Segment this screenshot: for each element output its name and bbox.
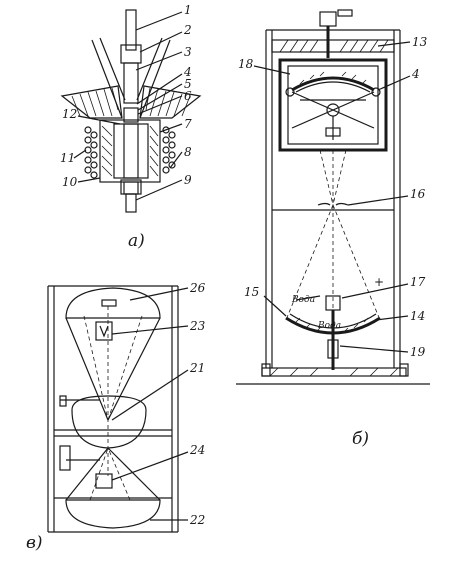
label-5: 5	[184, 77, 192, 91]
panel-b-drawing	[236, 9, 430, 385]
label-16: 16	[410, 187, 426, 201]
label-23: 23	[189, 319, 206, 333]
shaft-mid	[123, 62, 139, 104]
shaft-top	[125, 9, 137, 51]
annotation-water-left: Вода	[291, 295, 315, 305]
panel-c-drawing	[47, 285, 189, 533]
central-chamber	[71, 395, 147, 449]
panel-b-labels: 13 18 4 16 15 17 14 19 Вода + Вода б)	[238, 35, 428, 449]
label-4b: 4	[411, 67, 420, 81]
shaft-bottom	[125, 193, 137, 213]
label-15: 15	[244, 285, 259, 299]
focal-aperture-left	[317, 202, 331, 206]
coil-turns-right	[162, 126, 176, 174]
label-24: 24	[189, 443, 205, 457]
motor	[319, 11, 337, 27]
shaft-collar	[120, 44, 142, 64]
label-12: 12	[62, 107, 77, 121]
label-18: 18	[238, 57, 254, 71]
melt-zone	[123, 107, 139, 123]
annotation-water-lower: Вода	[317, 321, 341, 331]
lamp-right	[371, 87, 381, 97]
coil-turns-left	[84, 126, 98, 179]
label-10: 10	[62, 175, 78, 189]
label-11: 11	[60, 151, 75, 165]
focal-aperture-right	[335, 202, 349, 206]
label-2: 2	[183, 23, 192, 37]
upper-mirror	[291, 76, 375, 92]
label-1: 1	[184, 3, 192, 17]
lamp-left	[285, 87, 295, 97]
label-6: 6	[184, 89, 192, 103]
label-14: 14	[410, 309, 425, 323]
lamp-lower	[95, 473, 113, 489]
label-26: 26	[189, 281, 206, 295]
caption-a: а)	[128, 231, 145, 251]
upper-ellipsoid-mirror	[65, 287, 161, 319]
cone-left	[91, 39, 123, 119]
annotation-plus: +	[374, 275, 384, 289]
cone-right	[139, 39, 171, 119]
label-19: 19	[410, 345, 426, 359]
label-4: 4	[183, 65, 192, 79]
top-beam	[271, 39, 395, 53]
panel-a-labels: 1 2 3 4 5 6 12 7 11 8 10 9 а)	[60, 3, 192, 251]
caption-b: б)	[352, 429, 369, 449]
crucible	[123, 123, 139, 179]
right-mold-wall	[139, 85, 202, 119]
caption-c: в)	[26, 533, 43, 553]
panel-c-labels: 26 23 21 24 22 в)	[26, 281, 206, 553]
label-8: 8	[184, 145, 192, 159]
label-9: 9	[184, 173, 192, 187]
label-17: 17	[410, 275, 426, 289]
label-7: 7	[184, 117, 192, 131]
label-13: 13	[412, 35, 428, 49]
label-21: 21	[189, 361, 205, 375]
label-3: 3	[184, 45, 192, 59]
left-mold-wall	[60, 85, 123, 119]
panel-a-drawing	[60, 9, 202, 213]
lower-ellipsoid-mirror	[65, 499, 161, 529]
lamp-upper	[95, 321, 113, 341]
label-22: 22	[189, 513, 205, 527]
